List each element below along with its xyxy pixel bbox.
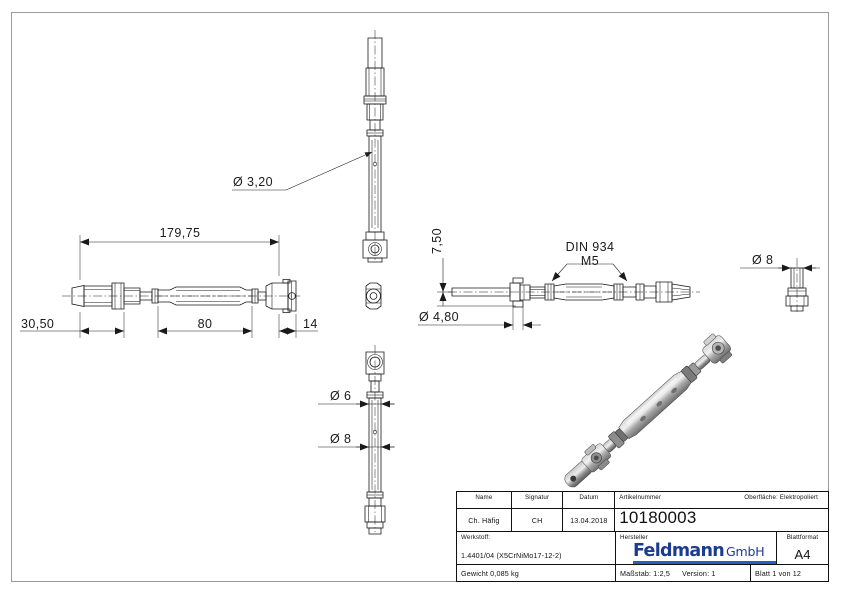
dim-label-left-end: 30,50 xyxy=(21,317,54,331)
note-din-nut: DIN 934 M5 xyxy=(551,240,628,282)
dim-label-rod-small: Ø 6 xyxy=(330,389,351,403)
title-block-row-values: Ch. Häfig CH 13.04.2018 10180003 xyxy=(457,509,828,532)
title-block-row-footer: Gewicht 0,085 kg Maßstab: 1:2,5 Version:… xyxy=(457,565,828,581)
note-din-standard: DIN 934 xyxy=(566,240,615,254)
end-view-fork xyxy=(365,282,382,310)
dimension-rod-dia-large: Ø 8 xyxy=(318,432,395,451)
dimension-middle-body: 80 xyxy=(157,306,253,338)
cell-sheet-format: Blattformat A4 xyxy=(777,532,828,564)
main-side-view xyxy=(62,279,300,313)
dim-label-terminal-dia: Ø 8 xyxy=(752,253,773,267)
cell-material: Werkstoff: 1.4401/04 (X5CrNiMo17-12-2) xyxy=(457,532,616,564)
dimension-terminal-dia: Ø 8 xyxy=(740,253,820,272)
logo-wordmark: Feldmann xyxy=(633,541,725,561)
cell-header-date: Datum xyxy=(563,492,616,508)
dimension-left-end: 30,50 xyxy=(20,312,125,338)
dimension-right-end: 14 xyxy=(278,314,318,338)
sheet-border xyxy=(11,12,829,582)
dimension-rod-dia-small: Ø 6 xyxy=(318,389,395,408)
dimension-hole-dia: Ø 3,20 xyxy=(232,151,373,191)
note-din-thread: M5 xyxy=(581,254,599,268)
terminal-top-view xyxy=(785,258,809,312)
dim-label-offset: 7,50 xyxy=(430,228,444,254)
value-article-number: 10180003 xyxy=(619,509,697,527)
dim-label-overall: 179,75 xyxy=(160,226,201,240)
title-block: Name Signatur Datum Artikelnummer Oberfl… xyxy=(456,491,829,582)
cell-value-signature: CH xyxy=(512,509,564,531)
dim-label-middle: 80 xyxy=(198,317,213,331)
value-name: Ch. Häfig xyxy=(468,515,500,525)
upper-vertical-view xyxy=(362,30,388,263)
cell-manufacturer: Hersteller Feldmann GmbH xyxy=(616,532,777,564)
cell-value-article: 10180003 xyxy=(615,509,828,531)
dim-label-right-end: 14 xyxy=(303,317,318,331)
dimension-overall-length: 179,75 xyxy=(79,226,280,280)
value-signature: CH xyxy=(531,515,543,525)
feldmann-logo: Feldmann GmbH xyxy=(620,541,772,561)
right-side-view xyxy=(448,277,700,308)
label-material: Werkstoff: xyxy=(461,534,491,541)
dim-label-hole-dia: Ø 3,20 xyxy=(233,175,273,189)
dim-label-rod-large: Ø 8 xyxy=(330,432,351,446)
cell-value-date: 13.04.2018 xyxy=(563,509,616,531)
lower-vertical-view xyxy=(364,345,386,535)
value-sheet-format: A4 xyxy=(794,547,811,562)
cell-sheet-number: Blatt 1 von 12 xyxy=(751,565,828,581)
label-manufacturer: Hersteller xyxy=(620,534,648,541)
value-sheet-number: Blatt 1 von 12 xyxy=(755,568,802,578)
label-name: Name xyxy=(475,494,493,501)
cell-weight: Gewicht 0,085 kg xyxy=(457,565,616,581)
value-date: 13.04.2018 xyxy=(570,515,608,525)
dimension-pin-dia: Ø 4,80 xyxy=(418,307,541,330)
isometric-3d-view xyxy=(564,333,732,488)
dim-label-pin-dia: Ø 4,80 xyxy=(419,310,459,324)
value-weight: Gewicht 0,085 kg xyxy=(461,568,519,578)
cell-header-signature: Signatur xyxy=(512,492,564,508)
value-version: Version: 1 xyxy=(682,568,716,578)
value-material: 1.4401/04 (X5CrNiMo17-12-2) xyxy=(461,551,562,560)
label-article-number: Artikelnummer xyxy=(619,494,662,501)
title-block-row-headers: Name Signatur Datum Artikelnummer Oberfl… xyxy=(457,492,828,509)
cell-scale-version: Maßstab: 1:2,5 Version: 1 xyxy=(616,565,751,581)
logo-suffix: GmbH xyxy=(726,544,765,559)
cell-header-article: Artikelnummer Oberfläche: Elektropoliert xyxy=(615,492,828,508)
label-signature: Signatur xyxy=(524,494,550,501)
title-block-row-material: Werkstoff: 1.4401/04 (X5CrNiMo17-12-2) H… xyxy=(457,532,828,565)
label-surface: Oberfläche: Elektropoliert xyxy=(744,494,819,501)
label-date: Datum xyxy=(579,494,599,501)
logo-tagline-bar xyxy=(633,561,776,564)
cell-header-name: Name xyxy=(457,492,512,508)
label-sheet-format: Blattformat xyxy=(786,534,819,541)
value-scale: Maßstab: 1:2,5 xyxy=(620,568,671,578)
cell-value-name: Ch. Häfig xyxy=(457,509,512,531)
dimension-offset-height: 7,50 xyxy=(430,228,516,307)
lighthouse-icon xyxy=(620,543,631,560)
